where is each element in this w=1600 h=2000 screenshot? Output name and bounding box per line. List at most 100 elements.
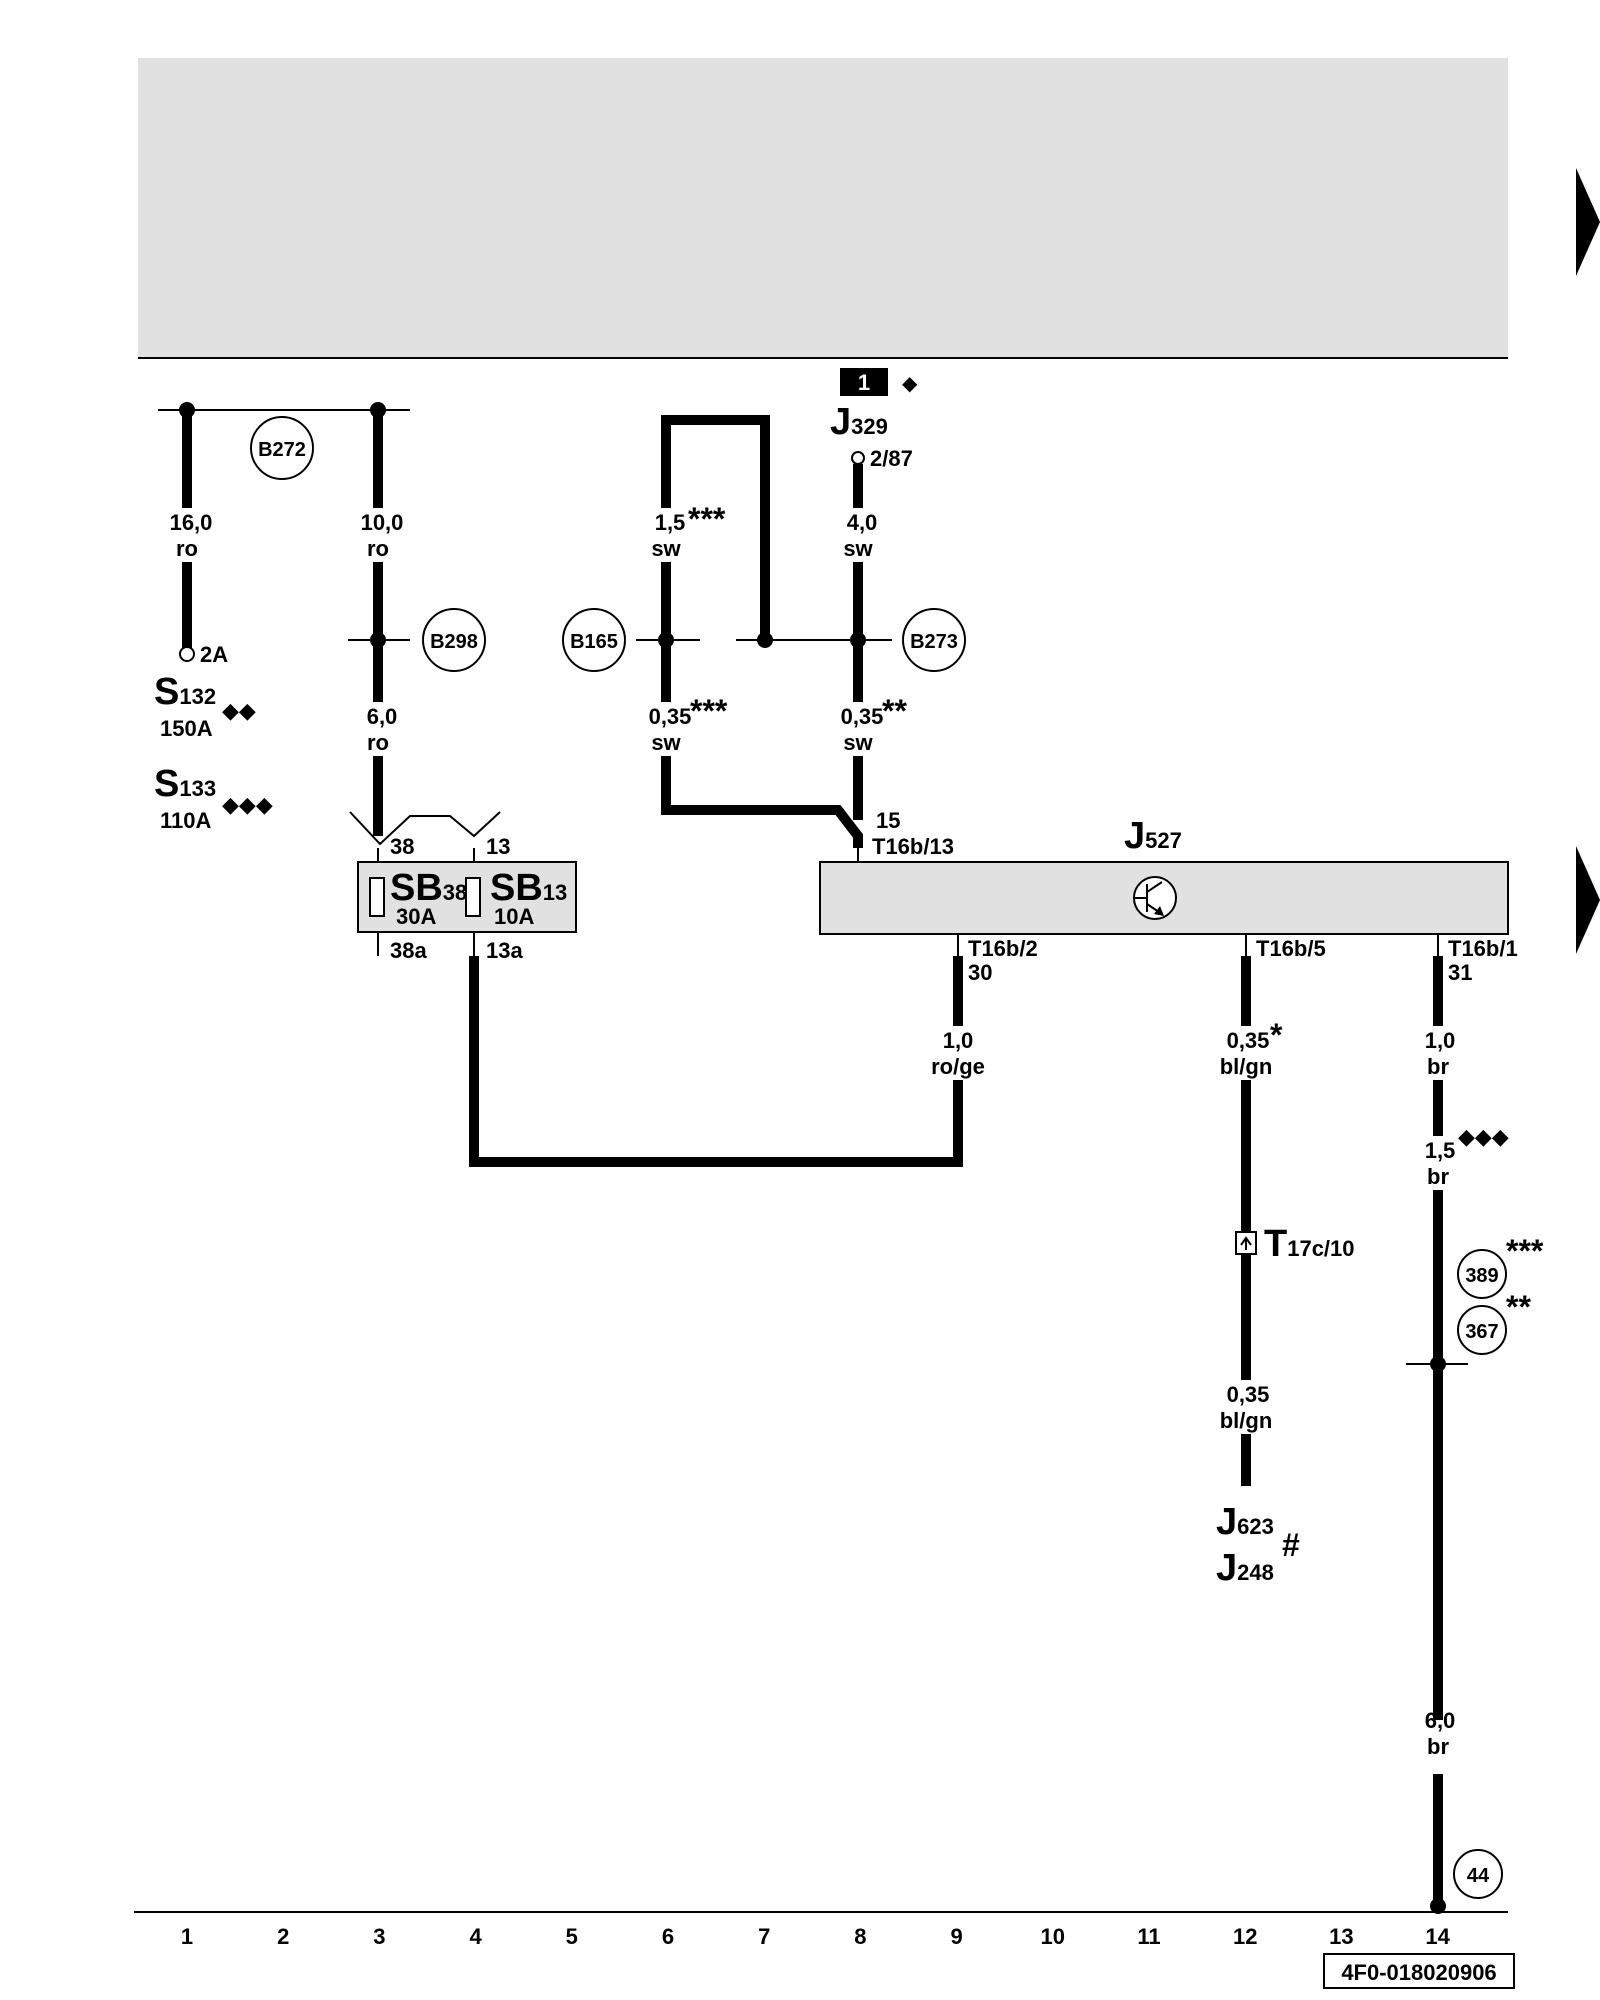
column-number: 14 (1425, 1924, 1450, 1949)
wire-mark: *** (690, 693, 728, 729)
junction-dot (370, 632, 386, 648)
column-number: 5 (566, 1924, 578, 1949)
column-number: 7 (758, 1924, 770, 1949)
header-band (138, 58, 1508, 358)
wire-color-label: bl/gn (1220, 1054, 1273, 1079)
component-j329-label: J329 (830, 401, 888, 443)
fuse-sb13-rating: 10A (494, 904, 534, 929)
terminal-j329-pin[interactable] (851, 451, 865, 465)
wire-size-label: 10,0 (361, 510, 404, 535)
terminal-2a-label: 2A (200, 642, 228, 667)
junction-dot (757, 632, 773, 648)
wire-mark: *** (688, 501, 726, 537)
wire-w8-run[interactable] (469, 956, 963, 1167)
wire-color-label: ro (176, 536, 198, 561)
wire-color-label: sw (843, 730, 873, 755)
ref-circle-b298[interactable]: B298 (422, 608, 486, 672)
wire-color-label: ro (367, 730, 389, 755)
wire-size-label: 4,0 (847, 510, 878, 535)
column-number: 13 (1329, 1924, 1353, 1949)
ref-circle-b165[interactable]: B165 (562, 608, 626, 672)
column-number: 8 (854, 1924, 866, 1949)
component-j248-mark: # (1282, 1527, 1300, 1563)
wire-color-label: sw (843, 536, 873, 561)
svg-text:389: 389 (1465, 1265, 1498, 1287)
connector-t16b2-label: T16b/2 (968, 936, 1038, 961)
ref-circle-389[interactable]: 389 (1457, 1249, 1507, 1299)
fuse-sb13-icon[interactable] (465, 877, 481, 917)
wire-color-label: br (1427, 1164, 1449, 1189)
junction-dot (850, 632, 866, 648)
column-number: 10 (1041, 1924, 1065, 1949)
wire-color-label: ro/ge (931, 1054, 985, 1079)
wire-size-label: 0,35 (649, 704, 692, 729)
column-number: 3 (373, 1924, 385, 1949)
fuse-s132-label: S132 (154, 671, 216, 713)
terminal-2a[interactable] (179, 646, 195, 662)
module-j527-label: J527 (1124, 815, 1182, 857)
fuse-sb13-label: SB13 (490, 867, 567, 909)
doc-id-box (1323, 1953, 1515, 1989)
marker-box[interactable] (840, 368, 888, 396)
wire-color-label: bl/gn (1220, 1408, 1273, 1433)
connector-t16b1-label: T16b/1 (1448, 936, 1518, 961)
fuse-s133-mark: ◆◆◆ (222, 792, 273, 817)
wire-mark: ◆◆◆ (1458, 1124, 1509, 1149)
wire-w5-bottom[interactable] (661, 756, 863, 848)
fuse-s132-rating: 150A (160, 716, 213, 741)
wire-size-label: 0,35 (841, 704, 884, 729)
wire-size-label: 1,0 (943, 1028, 974, 1053)
connector-t16b13-label: T16b/13 (872, 834, 954, 859)
continue-arrow-top-icon[interactable] (1576, 168, 1600, 276)
wire-size-label: 1,5 (655, 510, 686, 535)
junction-dot (1430, 1356, 1446, 1372)
transistor-icon (1133, 876, 1177, 920)
continue-arrow-mid-icon[interactable] (1576, 846, 1600, 954)
junction-dot (179, 402, 195, 418)
marker-symbol: ◆ (902, 373, 918, 395)
wire-color-label: sw (651, 730, 681, 755)
wire-color-label: br (1427, 1734, 1449, 1759)
wire-color-label: br (1427, 1054, 1449, 1079)
connector-t16b2-num: 30 (968, 960, 992, 985)
junction-dot (658, 632, 674, 648)
column-number: 1 (181, 1924, 193, 1949)
note-389-mark: *** (1506, 1233, 1544, 1269)
connector-t17c-label: T17c/10 (1264, 1223, 1355, 1265)
fuse-sb38-rating: 30A (396, 904, 436, 929)
ref-circle-44[interactable]: 44 (1453, 1849, 1503, 1899)
wire-mark: * (1270, 1017, 1283, 1053)
connector-t17c-icon[interactable] (1235, 1231, 1257, 1255)
connector-t16b13-num: 15 (876, 808, 900, 833)
svg-text:B272: B272 (258, 439, 306, 461)
fuse-sb38-label: SB38 (390, 867, 467, 909)
wire-size-label: 0,35 (1227, 1382, 1270, 1407)
column-number: 12 (1233, 1924, 1257, 1949)
svg-text:44: 44 (1467, 1865, 1490, 1887)
column-number: 2 (277, 1924, 289, 1949)
ref-circle-367[interactable]: 367 (1457, 1305, 1507, 1355)
fuse-s133-rating: 110A (160, 808, 211, 833)
svg-text:367: 367 (1465, 1321, 1498, 1343)
svg-text:B165: B165 (570, 631, 618, 653)
fuse-splice (349, 811, 501, 846)
marker-number: 1 (858, 370, 870, 395)
column-number: 4 (469, 1924, 482, 1949)
wire-w4-loop[interactable] (661, 415, 770, 640)
pin-38a-label: 38a (390, 938, 427, 963)
connector-t16b5-label: T16b/5 (1256, 936, 1326, 961)
ref-circle-b272[interactable]: B272 (250, 416, 314, 480)
doc-id: 4F0-018020906 (1341, 1960, 1496, 1985)
pin-13-label: 13 (486, 834, 510, 859)
ref-circle-b273[interactable]: B273 (902, 608, 966, 672)
fuse-sb38-icon[interactable] (369, 877, 385, 917)
pin-13a-label: 13a (486, 938, 523, 963)
junction-dot (370, 402, 386, 418)
wire-size-label: 0,35 (1227, 1028, 1270, 1053)
wire-mark: ** (882, 693, 907, 729)
fuse-s132-mark: ◆◆ (222, 698, 256, 723)
svg-text:B273: B273 (910, 631, 958, 653)
pin-38-label: 38 (390, 834, 414, 859)
wire-size-label: 6,0 (1425, 1708, 1456, 1733)
